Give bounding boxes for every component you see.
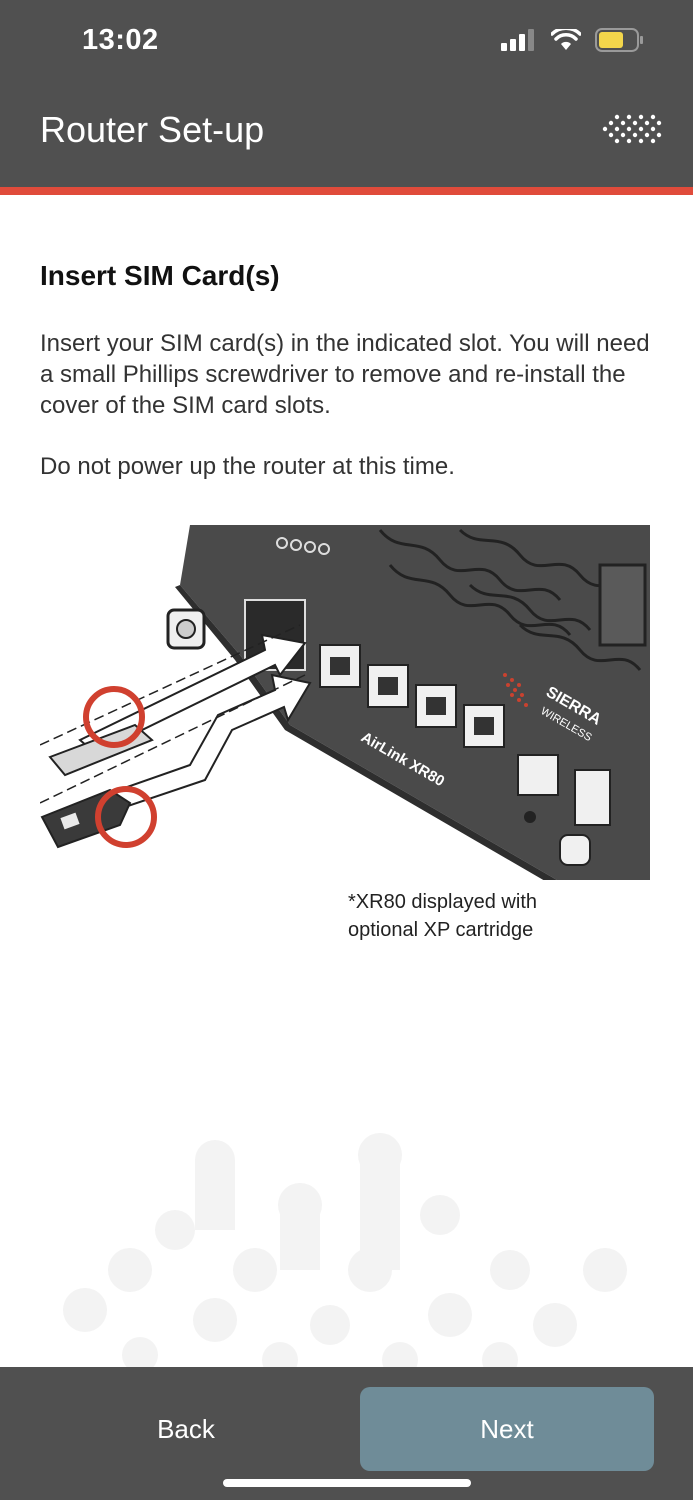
page-title: Router Set-up bbox=[40, 109, 265, 150]
battery-icon bbox=[595, 28, 643, 52]
status-time: 13:02 bbox=[82, 24, 159, 56]
app-header: Router Set-up bbox=[0, 85, 693, 187]
wifi-icon bbox=[551, 29, 581, 50]
sierra-wave-logo-icon bbox=[602, 114, 662, 144]
footer-bar: Back Next bbox=[0, 1367, 693, 1500]
caption-line-2: optional XP cartridge bbox=[348, 919, 533, 940]
caption-line-1: *XR80 displayed with bbox=[348, 891, 537, 913]
instructions: Insert SIM Card(s) Insert your SIM card(… bbox=[40, 260, 660, 482]
back-button[interactable]: Back bbox=[40, 1387, 332, 1471]
next-button[interactable]: Next bbox=[360, 1387, 654, 1471]
status-bar: 13:02 bbox=[0, 0, 693, 85]
step-heading: Insert SIM Card(s) bbox=[40, 260, 280, 291]
background-dot-pattern bbox=[63, 1133, 627, 1370]
warning-paragraph: Do not power up the router at this time. bbox=[40, 453, 455, 480]
header-accent-line bbox=[0, 187, 693, 195]
router-sim-illustration: SIERRA WIRELESS AirLink XR80 *XR80 displ… bbox=[40, 525, 650, 940]
home-indicator bbox=[223, 1479, 471, 1487]
instruction-paragraph: Insert your SIM card(s) in the indicated… bbox=[40, 330, 650, 419]
status-icons bbox=[501, 28, 645, 52]
signal-icon bbox=[501, 29, 534, 51]
